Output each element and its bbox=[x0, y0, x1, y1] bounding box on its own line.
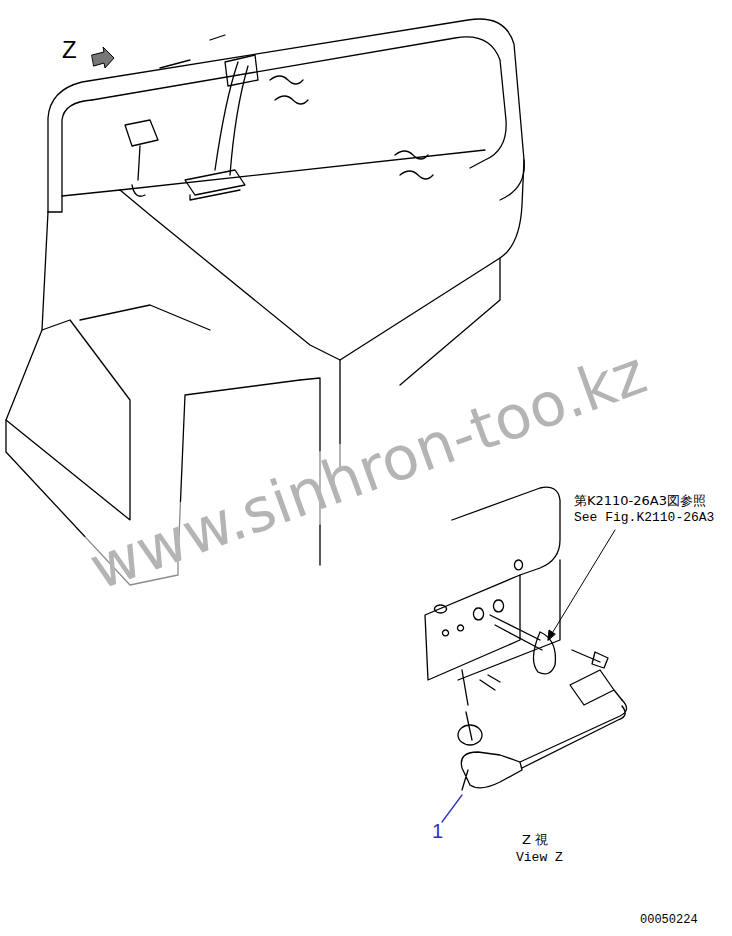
harness bbox=[160, 35, 248, 175]
lower-body-inner bbox=[6, 320, 130, 520]
leader-line bbox=[548, 530, 615, 640]
detail-housing bbox=[452, 487, 560, 680]
detail-bolt bbox=[480, 650, 608, 690]
drawing-number: 00050224 bbox=[640, 914, 698, 928]
socket bbox=[125, 120, 158, 196]
detail-socket bbox=[490, 615, 555, 674]
reference-note: 第K2110-26A3図参照 bbox=[574, 494, 706, 509]
watermark: www.sinhron-too.kz bbox=[81, 337, 655, 602]
detail-panel bbox=[425, 575, 520, 680]
housing-inner bbox=[120, 150, 485, 190]
vents bbox=[270, 76, 433, 179]
view-letter: Z bbox=[62, 36, 77, 64]
detail-plug bbox=[570, 670, 622, 705]
leader-arrowhead bbox=[548, 630, 555, 640]
callout-number: 1 bbox=[432, 820, 443, 843]
view-caption: Z 視 bbox=[522, 833, 548, 848]
detail-chain bbox=[458, 670, 482, 745]
housing-top-edge bbox=[92, 37, 506, 168]
switch-plate bbox=[185, 170, 245, 200]
detail-wire bbox=[520, 700, 627, 768]
view-caption: View Z bbox=[516, 851, 563, 866]
leader-line bbox=[442, 795, 462, 822]
housing-outline bbox=[48, 19, 524, 212]
reference-note: See Fig.K2110-26A3 bbox=[574, 511, 714, 526]
housing-rim bbox=[62, 100, 92, 196]
detail-cap bbox=[435, 605, 447, 613]
view-arrow bbox=[92, 47, 114, 68]
detail-clip bbox=[461, 752, 522, 790]
lower-cut bbox=[80, 305, 210, 330]
connector bbox=[225, 55, 258, 86]
